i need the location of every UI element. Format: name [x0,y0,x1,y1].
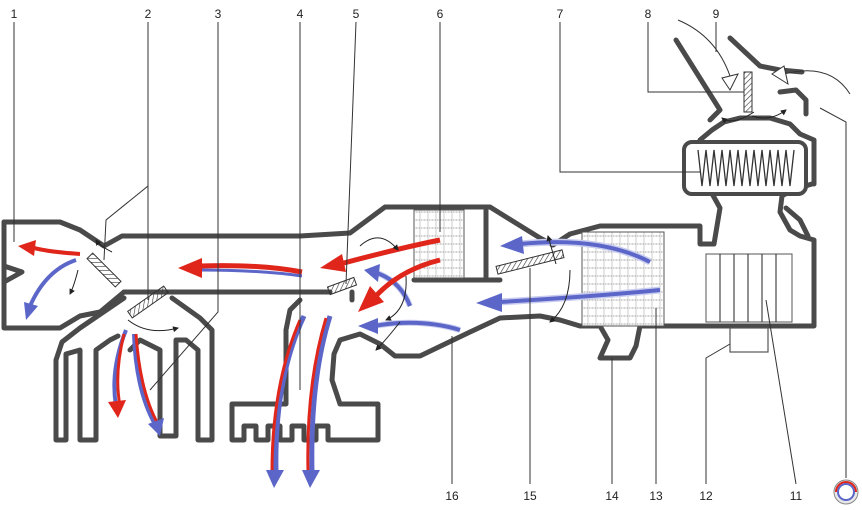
callout-label-4: 4 [297,7,304,21]
callout-label-12: 12 [699,489,713,503]
callout-label-14: 14 [605,489,619,503]
callout-label-11: 11 [790,489,803,503]
callout-label-1: 1 [11,7,18,21]
callout-label-7: 7 [557,7,564,21]
callout-label-3: 3 [215,7,222,21]
damper-flap-icon [86,71,753,319]
damper-swing-arcs [69,109,787,351]
callout-label-9: 9 [713,7,720,21]
callout-label-16: 16 [445,489,459,503]
callout-label-2: 2 [145,7,152,21]
air-flow-arrow-icon [18,19,851,488]
logo-icon [833,479,859,505]
housing-walls [1,35,817,443]
callout-label-13: 13 [649,489,663,503]
callout-label-5: 5 [353,7,360,21]
pollen-filter-icon [705,253,793,323]
callout-label-8: 8 [645,7,652,21]
callout-label-15: 15 [523,489,537,503]
leader-lines [13,21,847,485]
blower-fan-icon [682,140,808,196]
blower-motor-icon [729,327,769,353]
callout-label-6: 6 [437,7,444,21]
